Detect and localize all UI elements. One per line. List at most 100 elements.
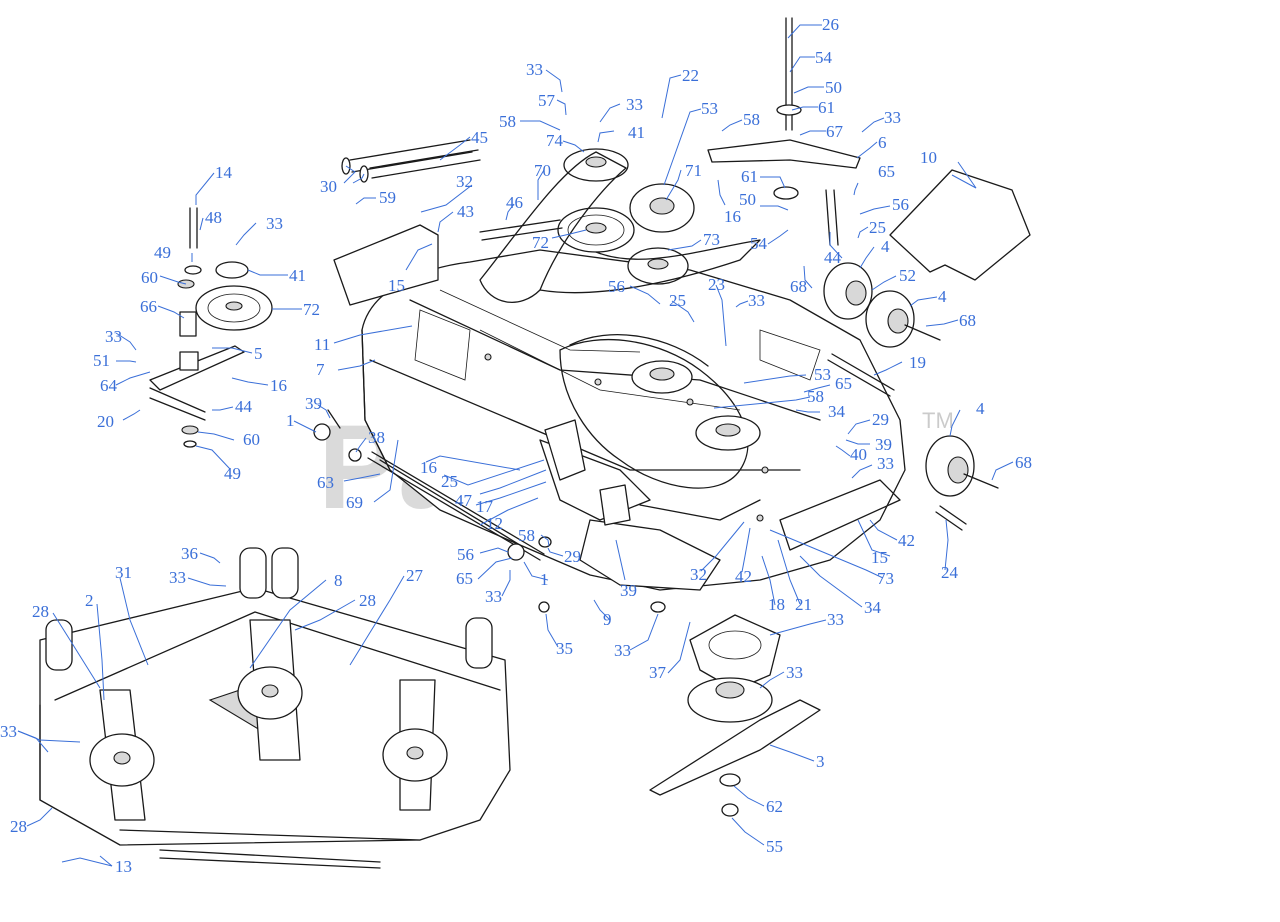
label-part: 44 [824,248,842,267]
label-part: 19 [909,353,926,372]
label-part: 24 [941,563,959,582]
rod-63 [367,451,545,561]
label-part: 68 [1015,453,1032,472]
label-part: 29 [564,547,581,566]
label-part: 4 [938,287,947,306]
label-part: 25 [441,472,458,491]
label-part: 7 [316,360,325,379]
label-part: 45 [471,128,488,147]
label-part: 64 [100,376,118,395]
pulley-74 [563,148,629,182]
label-part: 69 [346,493,363,512]
label-part: 10 [920,148,937,167]
label-part: 58 [499,112,516,131]
rod-19 [827,353,895,397]
label-part: 15 [871,548,888,567]
label-part: 43 [457,202,474,221]
label-part: 42 [898,531,915,550]
pulley-73-top [627,247,689,285]
label-part: 13 [115,857,132,876]
label-part: 33 [748,291,765,310]
label-part: 73 [703,230,720,249]
spring-46 [479,219,563,241]
label-part: 9 [603,610,612,629]
tension-arm-6 [707,17,861,200]
label-part: 4 [881,237,890,256]
leader-lines [17,24,1014,867]
label-part: 33 [169,568,186,587]
label-part: 33 [614,641,631,660]
label-part: 25 [669,291,686,310]
label-part: 52 [899,266,916,285]
label-part: 29 [872,410,889,429]
label-part: 46 [506,193,523,212]
label-part: 54 [815,48,833,67]
label-part: 39 [305,394,322,413]
label-part: 26 [822,15,839,34]
parts-left-mid [313,409,666,613]
label-part: 72 [303,300,320,319]
label-part: 71 [685,161,702,180]
label-part: 57 [538,91,556,110]
label-part: 33 [485,587,502,606]
label-part: 62 [766,797,783,816]
label-part: 58 [807,387,824,406]
label-part: 72 [532,233,549,252]
label-part: 39 [620,581,637,600]
label-part: 16 [420,458,437,477]
label-part: 5 [254,344,263,363]
label-part: 56 [608,277,625,296]
label-part: 58 [743,110,760,129]
bolt-24 [935,505,967,531]
part-labels: 26 54 50 61 67 33 6 58 53 22 33 57 58 41… [0,15,1032,876]
label-part: 33 [786,663,803,682]
label-part: 25 [869,218,886,237]
label-part: 8 [334,571,343,590]
label-part: 56 [892,195,909,214]
label-part: 15 [388,276,405,295]
label-part: 35 [556,639,573,658]
label-part: 44 [235,397,253,416]
label-part: 53 [701,99,718,118]
deck-cover-10 [889,169,1031,281]
label-part: 47 [455,491,473,510]
label-part: 65 [456,569,473,588]
label-part: 59 [379,188,396,207]
label-part: 36 [181,544,198,563]
label-part: 33 [526,60,543,79]
label-part: 14 [215,163,233,182]
label-part: 38 [368,428,385,447]
label-part: 31 [115,563,132,582]
label-part: 12 [486,514,503,533]
label-part: 66 [140,297,157,316]
label-part: 58 [518,526,535,545]
label-part: 33 [626,95,643,114]
label-part: 50 [739,190,756,209]
label-part: 18 [768,595,785,614]
label-part: 33 [105,327,122,346]
label-part: 33 [0,722,17,741]
label-part: 21 [795,595,812,614]
label-part: 63 [317,473,334,492]
label-part: 61 [818,98,835,117]
label-part: 60 [243,430,260,449]
label-part: 53 [814,365,831,384]
label-part: 49 [154,243,171,262]
label-part: 32 [690,565,707,584]
label-part: 20 [97,412,114,431]
label-part: 17 [476,497,494,516]
label-part: 49 [224,464,241,483]
pulley-71 [629,183,695,233]
wheel-top-2 [865,290,941,348]
label-part: 34 [864,598,882,617]
label-part: 56 [457,545,474,564]
label-part: 33 [827,610,844,629]
label-part: 40 [850,445,867,464]
label-part: 23 [708,275,725,294]
spindle-assembly [649,614,821,817]
label-part: 6 [878,133,887,152]
label-part: 28 [359,591,376,610]
deck-top-assembly [361,249,906,591]
label-part: 74 [546,131,564,150]
